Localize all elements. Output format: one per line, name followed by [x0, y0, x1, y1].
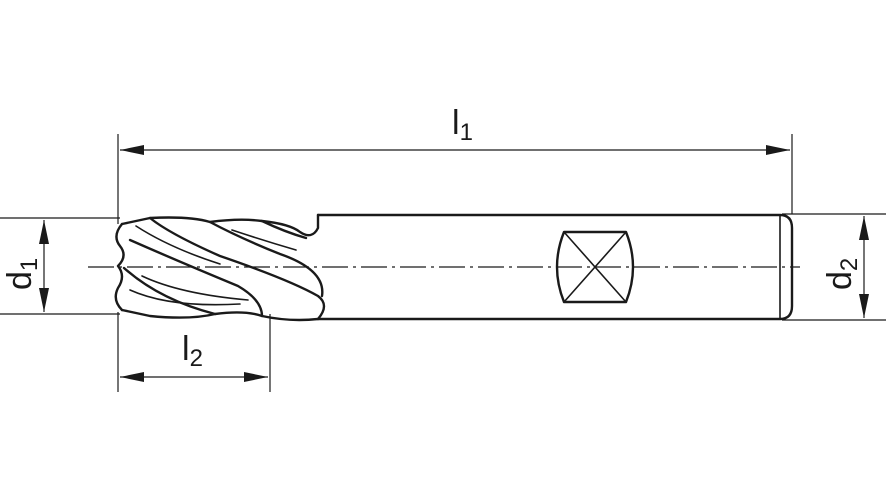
- cutting-tip: [114, 222, 125, 312]
- arrow-d2-top-icon: [859, 216, 869, 240]
- arrow-d1-bottom-icon: [39, 288, 49, 312]
- helix-flute-1: [148, 216, 326, 321]
- label-l1: l1: [452, 104, 473, 146]
- arrow-left-icon: [120, 145, 144, 155]
- flute-envelope-bottom: [120, 308, 320, 322]
- flute-section: [114, 213, 326, 322]
- arrow-d1-top-icon: [39, 220, 49, 244]
- dimension-overall-length: l1: [117, 104, 793, 224]
- arrow-right-icon: [766, 145, 790, 155]
- helix-flute-5: [128, 238, 264, 318]
- label-d1: d1: [1, 258, 43, 290]
- arrow-d2-bottom-icon: [859, 294, 869, 318]
- helix-edge-4: [231, 229, 297, 251]
- label-l2-index: 2: [190, 345, 203, 372]
- helix-flute-4: [122, 266, 217, 316]
- helix-edge-1: [135, 225, 221, 265]
- label-d2-symbol: d: [821, 271, 859, 290]
- helix-flute-2: [208, 220, 324, 298]
- dimension-flute-length: l2: [117, 312, 271, 392]
- label-d1-index: 1: [16, 258, 43, 271]
- helix-edge-3: [141, 275, 249, 301]
- label-d2: d2: [821, 258, 863, 290]
- arrow-l2-right-icon: [244, 372, 268, 382]
- label-d1-symbol: d: [1, 271, 39, 290]
- label-l2: l2: [182, 330, 203, 372]
- dimension-cutting-diameter: d1: [0, 217, 120, 315]
- helix-edge-2: [129, 289, 241, 306]
- label-l1-index: 1: [460, 119, 473, 146]
- label-l2-symbol: l: [182, 330, 190, 368]
- helix-flute-3: [260, 219, 308, 240]
- arrow-l2-left-icon: [120, 372, 144, 382]
- label-d2-index: 2: [836, 258, 863, 271]
- end-mill-tool: [114, 213, 794, 322]
- dimension-shank-diameter: d2: [782, 213, 886, 321]
- label-l1-symbol: l: [452, 104, 460, 142]
